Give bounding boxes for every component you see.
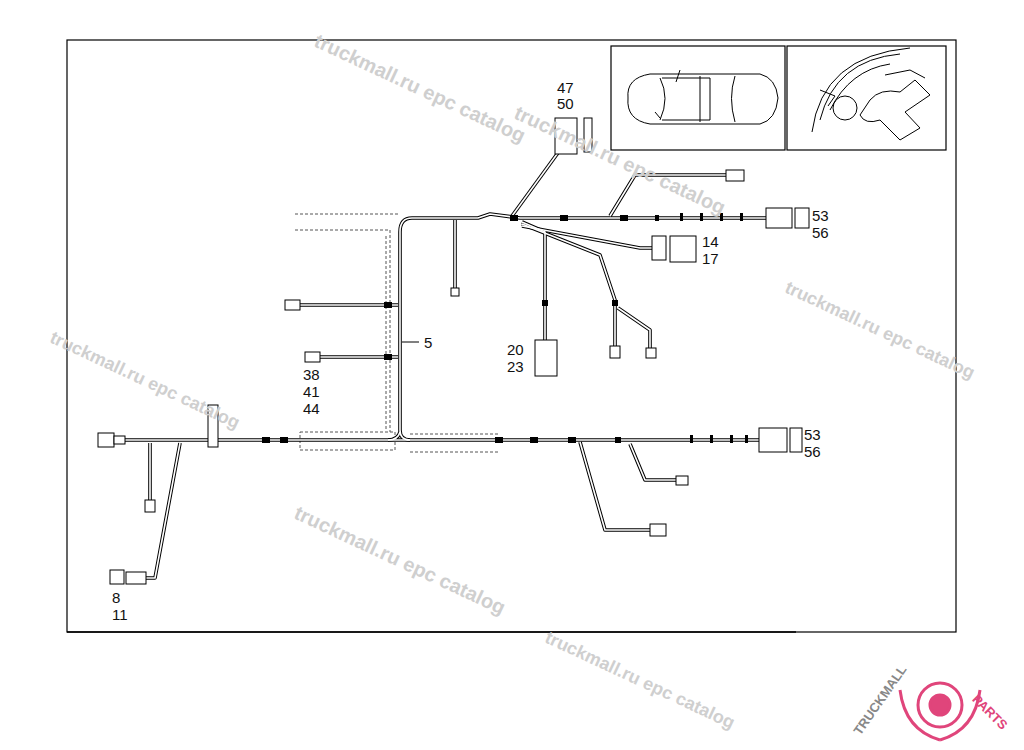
- callout-number: 41: [303, 384, 320, 399]
- watermark: truckmall.ru epc catalog: [47, 328, 242, 432]
- watermark: truckmall.ru epc catalog: [542, 628, 737, 732]
- callout-number: 44: [303, 401, 320, 416]
- callout-number: 5: [424, 335, 432, 350]
- logo-text: PARTS: [970, 692, 1010, 732]
- callout-number: 53: [812, 208, 829, 223]
- callout-number: 56: [804, 444, 821, 459]
- callout-number: 23: [507, 359, 524, 374]
- watermark: truckmall.ru epc catalog: [312, 30, 529, 145]
- logo-text: TRUCKMALL: [851, 663, 908, 737]
- callout-number: 8: [112, 590, 120, 605]
- callout-number: 50: [557, 96, 574, 111]
- callout-number: 17: [702, 251, 719, 266]
- callout-number: 14: [702, 234, 719, 249]
- watermark: truckmall.ru epc catalog: [782, 278, 977, 382]
- callout-number: 53: [804, 427, 821, 442]
- watermark: truckmall.ru epc catalog: [292, 502, 509, 617]
- callout-number: 56: [812, 225, 829, 240]
- callout-number: 20: [507, 342, 524, 357]
- callout-number: 11: [112, 607, 128, 622]
- callout-number: 47: [557, 80, 574, 95]
- callout-number: 38: [303, 367, 320, 382]
